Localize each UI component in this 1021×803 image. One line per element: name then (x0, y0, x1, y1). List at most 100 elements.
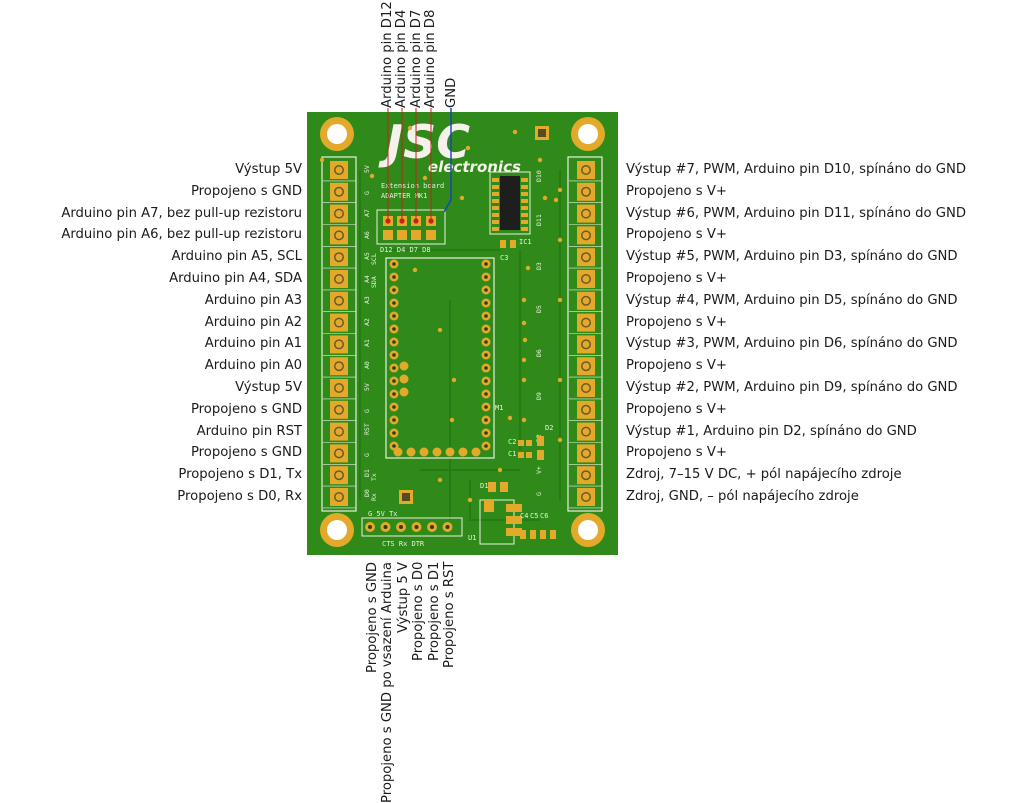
silk-left-label: SCL (370, 253, 378, 265)
via (467, 497, 473, 503)
silk-left-label: A4 (363, 275, 371, 283)
left-terminal-block (321, 156, 357, 512)
right-pin-label: Propojeno s V+ (626, 271, 727, 286)
top-header-wires (387, 108, 452, 222)
right-pin-label: Výstup #4, PWM, Arduino pin D5, spínáno … (626, 292, 958, 308)
via (557, 187, 563, 193)
right-pin-label: Propojeno s V+ (626, 401, 727, 417)
left-pin-label: Arduino pin A6, bez pull-up rezistoru (61, 227, 302, 243)
silk-title: Extension board (381, 182, 444, 190)
right-pin-label: Propojeno s V+ (626, 314, 727, 330)
via (557, 297, 563, 303)
silk-right-label: D9 (535, 392, 543, 400)
via (521, 297, 527, 303)
via (459, 195, 465, 201)
left-pin-label: Arduino pin A5, SCL (171, 249, 302, 265)
top-pin-label: Arduino pin D7 (409, 9, 424, 108)
silk-subtitle: ADAPTER MK1 (381, 192, 427, 200)
ic1-chip (489, 171, 531, 235)
silk-left-label: SDA (370, 276, 378, 288)
via (507, 415, 513, 421)
top-pin-label: Arduino pin D8 (423, 9, 438, 108)
right-pin-label: Výstup #2, PWM, Arduino pin D9, spínáno … (626, 380, 958, 395)
top-pin-label: Arduino pin D4 (394, 9, 409, 108)
smd-capacitors (488, 240, 556, 539)
right-pin-label: Výstup #3, PWM, Arduino pin D6, spínáno … (626, 336, 958, 352)
bottom-pin-label: Propojeno s D0 (411, 561, 426, 661)
silk-left-label: D0 (363, 489, 371, 497)
via (521, 377, 527, 383)
via (553, 197, 559, 203)
left-pin-label: Arduino pin A1 (204, 336, 302, 352)
silk-left-label: A7 (363, 209, 371, 217)
right-pin-label: Výstup #1, Arduino pin D2, spínáno do GN… (626, 423, 917, 439)
svg-text:C1: C1 (508, 450, 516, 458)
right-terminal-pads (569, 161, 602, 509)
silk-bottom-bottom: CTS Rx DTR (382, 540, 425, 548)
via (319, 157, 325, 163)
svg-text:C5: C5 (530, 512, 538, 520)
silk-left-label: A2 (363, 318, 371, 326)
svg-text:IC1: IC1 (519, 238, 532, 246)
left-pin-label: Arduino pin A0 (204, 358, 302, 374)
silk-left-label: A6 (363, 231, 371, 239)
right-pin-label: Propojeno s V+ (626, 445, 727, 461)
via (522, 337, 528, 343)
left-pin-label: Propojeno s GND (190, 445, 302, 461)
pcb-board (307, 112, 618, 555)
via (557, 237, 563, 243)
via (449, 417, 455, 423)
left-pin-label: Arduino pin A4, SDA (169, 271, 302, 286)
via (525, 265, 531, 271)
right-pin-label: Propojeno s V+ (626, 183, 727, 199)
via (557, 377, 563, 383)
silk-left-label: Rx (370, 493, 378, 501)
via (521, 357, 527, 363)
left-pin-label: Propojeno s GND (190, 183, 302, 199)
silk-left-label: G (363, 409, 371, 413)
top-pin-label: GND (444, 77, 459, 108)
via (407, 125, 413, 131)
left-pin-label: Arduino pin A3 (204, 292, 302, 308)
left-pin-label: Výstup 5V (235, 162, 302, 177)
via (422, 175, 428, 181)
svg-text:C6: C6 (540, 512, 548, 520)
bottom-pin-label: Propojeno s D1 (427, 561, 442, 661)
bottom-pin-label: Propojeno s GND (365, 561, 380, 673)
part-designators: IC1 C3 M1 C2 C1 D2 D1 U1 C4 C5 C6 (468, 238, 553, 542)
via (537, 157, 543, 163)
svg-text:U1: U1 (468, 534, 476, 542)
silk-right-label: D6 (535, 349, 543, 357)
silk-left-label: A1 (363, 339, 371, 347)
svg-text:M1: M1 (495, 404, 503, 412)
via (369, 173, 375, 179)
via (512, 129, 518, 135)
right-pin-label: Zdroj, 7–15 V DC, + pól napájecího zdroj… (626, 467, 902, 483)
left-pin-label: Arduino pin A7, bez pull-up rezistoru (61, 205, 302, 221)
silk-right-label: V+ (535, 466, 543, 474)
top-pin-label: Arduino pin D12 (380, 1, 395, 108)
svg-text:D2: D2 (545, 424, 553, 432)
silk-left-label: 5V (363, 383, 371, 391)
via (437, 327, 443, 333)
ftdi-header-pins (365, 522, 453, 532)
right-pin-label: Výstup #5, PWM, Arduino pin D3, spínáno … (626, 249, 958, 265)
silk-right-label: D5 (535, 305, 543, 313)
silk-left-label: 5V (363, 165, 371, 173)
mounting-holes (320, 117, 605, 547)
silk-right-label: D10 (535, 170, 543, 182)
top-header-outline (376, 209, 446, 245)
board-logo-sub: electronics (428, 158, 521, 176)
via (557, 437, 563, 443)
left-pin-label: Propojeno s D0, Rx (177, 489, 302, 504)
silk-left-label: G (363, 191, 371, 195)
left-pin-label: Výstup 5V (235, 380, 302, 395)
silk-left-label: D1 (363, 469, 371, 477)
arduino-socket-outline (385, 257, 495, 459)
svg-text:C2: C2 (508, 438, 516, 446)
silk-right-label: G (535, 492, 543, 496)
arduino-socket-pins (389, 259, 491, 457)
right-pin-label: Zdroj, GND, – pól napájecího zdroje (626, 489, 859, 504)
